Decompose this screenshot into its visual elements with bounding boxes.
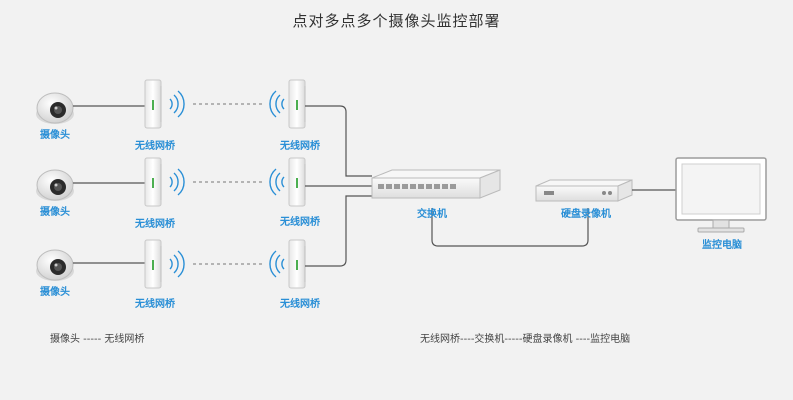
wifi-signal-icon — [169, 90, 185, 118]
switch-nvr-cable — [431, 208, 589, 247]
camera-label: 摄像头 — [40, 287, 70, 298]
camera-label: 摄像头 — [40, 130, 70, 141]
diagram-title: 点对多点多个摄像头监控部署 — [292, 12, 501, 30]
wireless-bridge-icon — [288, 239, 306, 289]
wireless-bridge-icon — [144, 157, 162, 207]
bridge-label: 无线网桥 — [135, 219, 175, 230]
wifi-signal-icon — [269, 90, 285, 118]
monitor-icon — [675, 157, 767, 233]
legend-network-chain: 无线网桥----交换机-----硬盘录像机 ----监控电脑 — [420, 334, 631, 345]
legend-camera-bridge: 摄像头 ----- 无线网桥 — [50, 334, 145, 345]
bridge-label: 无线网桥 — [280, 217, 320, 228]
bridge-label: 无线网桥 — [280, 299, 320, 310]
camera-label: 摄像头 — [40, 207, 70, 218]
dome-camera-icon — [35, 249, 75, 282]
bridge-label: 无线网桥 — [280, 141, 320, 152]
dome-camera-icon — [35, 169, 75, 202]
wifi-signal-icon — [269, 250, 285, 278]
wifi-signal-icon — [169, 250, 185, 278]
bridge-label: 无线网桥 — [135, 299, 175, 310]
dome-camera-icon — [35, 92, 75, 125]
bridge-label: 无线网桥 — [135, 141, 175, 152]
wireless-bridge-icon — [144, 239, 162, 289]
wireless-bridge-icon — [288, 157, 306, 207]
wireless-bridge-icon — [288, 79, 306, 129]
wifi-signal-icon — [169, 168, 185, 196]
uplink-cable — [339, 195, 372, 267]
switch-icon — [371, 169, 501, 199]
uplink-cable — [339, 105, 372, 177]
switch-label: 交换机 — [417, 209, 447, 220]
wireless-bridge-icon — [144, 79, 162, 129]
nvr-label: 硬盘录像机 — [561, 209, 611, 220]
nvr-icon — [535, 179, 633, 202]
pc-label: 监控电脑 — [702, 240, 742, 251]
wifi-signal-icon — [269, 168, 285, 196]
